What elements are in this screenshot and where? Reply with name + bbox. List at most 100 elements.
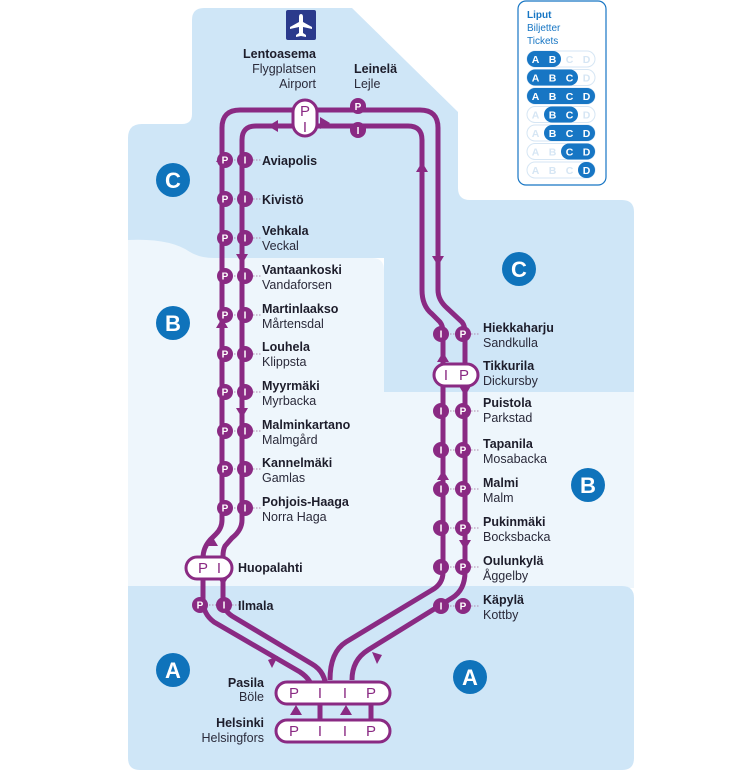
- arrow-down-icon: [236, 408, 248, 418]
- legend-zone-letter: A: [532, 165, 540, 177]
- legend-zone-letter: A: [532, 73, 540, 85]
- station-name-pohjois-haaga[interactable]: Pohjois-Haaga: [262, 495, 350, 509]
- station-name-vantaankoski[interactable]: Vantaankoski: [262, 263, 342, 277]
- line-letter: I: [244, 504, 247, 515]
- legend-active-range: [527, 51, 561, 67]
- station-name-malminkartano[interactable]: Malminkartano: [262, 418, 351, 432]
- station-name-martinlaakso[interactable]: Martinlaakso: [262, 302, 339, 316]
- legend-active-range: [561, 143, 595, 160]
- station-name-lentoasema[interactable]: Lentoasema: [243, 47, 317, 61]
- station-name-ilmala[interactable]: Ilmala: [238, 599, 274, 613]
- station-pill-lentoasema[interactable]: P I: [291, 98, 319, 138]
- svg-text:P: P: [366, 685, 376, 702]
- zone-backgrounds: [128, 8, 634, 770]
- airplane-icon: [286, 10, 316, 40]
- station-name-helsinki[interactable]: Helsinki: [216, 716, 264, 730]
- svg-text:I: I: [343, 685, 347, 702]
- line-letter: I: [440, 563, 443, 574]
- station-name-vehkala[interactable]: Vehkala: [262, 224, 310, 238]
- station-name-huopalahti[interactable]: Huopalahti: [238, 561, 303, 575]
- svg-text:C: C: [165, 168, 181, 193]
- svg-text:I: I: [303, 119, 307, 136]
- svg-text:A: A: [165, 658, 181, 683]
- station-name-pukinmaki[interactable]: Pukinmäki: [483, 515, 546, 529]
- legend-zone-letter: A: [532, 54, 540, 66]
- arrow-up-icon: [437, 470, 449, 480]
- line-letter: P: [222, 195, 229, 206]
- line-letter: P: [222, 272, 229, 283]
- station-name-oulunkyla[interactable]: Oulunkylä: [483, 554, 543, 568]
- arrow-upright-icon: [372, 652, 382, 664]
- station-name-kapyla[interactable]: Käpylä: [483, 593, 524, 607]
- station-name-kivisto[interactable]: Kivistö: [262, 193, 304, 207]
- legend-zone-letter: D: [583, 128, 591, 140]
- station-name-pasila[interactable]: Pasila: [228, 676, 265, 690]
- legend-zone-letter: C: [566, 110, 574, 122]
- zone-c-area: [128, 8, 634, 392]
- station-alt-malminkartano: Malmgård: [262, 433, 318, 447]
- line-letter: P: [460, 563, 467, 574]
- station-name-leinela[interactable]: Leinelä: [354, 62, 397, 76]
- line-letter: P: [222, 311, 229, 322]
- svg-text:I: I: [444, 367, 448, 384]
- station-name-kannelmaki[interactable]: Kannelmäki: [262, 456, 332, 470]
- station-alt-kannelmaki: Gamlas: [262, 471, 305, 485]
- zone-badge-c-west: C: [156, 163, 190, 197]
- arrow-up-icon: [437, 352, 449, 362]
- legend-title-en: Tickets: [527, 36, 558, 47]
- arrow-down-icon: [459, 386, 471, 396]
- arrow-up-icon: [290, 705, 302, 715]
- arrow-up-icon: [206, 536, 218, 546]
- station-name-malmi[interactable]: Malmi: [483, 476, 518, 490]
- legend-title-fi: Liput: [527, 10, 552, 21]
- station-name-myyrmaki[interactable]: Myyrmäki: [262, 379, 320, 393]
- station-alt-en-lentoasema: Airport: [279, 77, 316, 91]
- station-alt-helsinki: Helsingfors: [201, 731, 264, 745]
- zone-badge-a-west: A: [156, 653, 190, 687]
- station-pill-huopalahti[interactable]: P I: [184, 555, 234, 581]
- line-letter: I: [440, 602, 443, 613]
- station-alt-leinela: Lejle: [354, 77, 380, 91]
- station-pill-tikkurila[interactable]: I P: [432, 362, 480, 388]
- station-name-hiekkaharju[interactable]: Hiekkaharju: [483, 321, 554, 335]
- station-name-louhela[interactable]: Louhela: [262, 340, 311, 354]
- svg-text:I: I: [318, 685, 322, 702]
- station-name-tikkurila[interactable]: Tikkurila: [483, 359, 535, 373]
- svg-text:P: P: [289, 685, 299, 702]
- legend-zone-letter: A: [532, 110, 540, 122]
- station-alt-oulunkyla: Åggelby: [483, 568, 529, 583]
- station-name-tapanila[interactable]: Tapanila: [483, 437, 534, 451]
- station-name-aviapolis[interactable]: Aviapolis: [262, 154, 317, 168]
- svg-text:P: P: [198, 560, 208, 577]
- legend-zone-letter: C: [566, 165, 574, 177]
- station-pill-helsinki[interactable]: P I I P: [274, 704, 392, 744]
- station-name-puistola[interactable]: Puistola: [483, 396, 533, 410]
- legend-active-range: [578, 162, 595, 178]
- legend-zone-letter: A: [532, 91, 540, 103]
- station-pill-pasila[interactable]: P I I P: [274, 680, 392, 706]
- line-letter: I: [244, 388, 247, 399]
- svg-text:I: I: [343, 723, 347, 740]
- legend-zone-letter: A: [532, 147, 540, 159]
- station-badge-leinela[interactable]: P I: [350, 98, 366, 138]
